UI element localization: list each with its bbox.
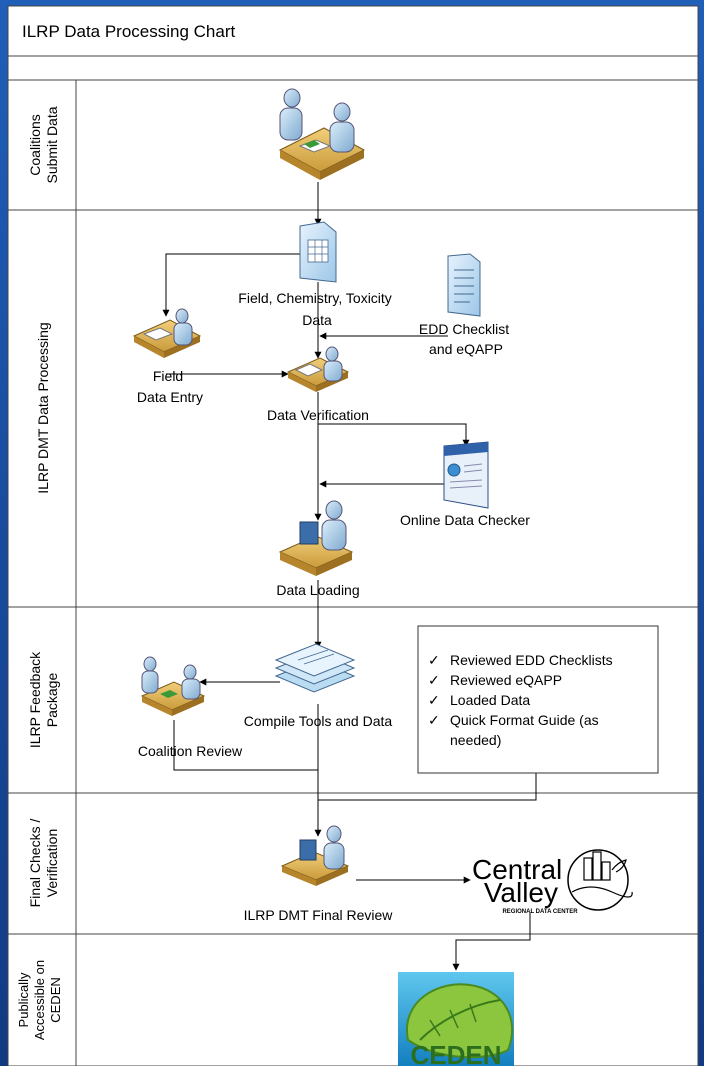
checklist-item: needed) bbox=[450, 732, 501, 748]
checklist-check-icon: ✓ bbox=[428, 692, 440, 708]
svg-text:Valley: Valley bbox=[484, 877, 558, 908]
field-chem-tox-label: Field, Chemistry, Toxicity Data bbox=[238, 290, 395, 328]
lane-label-ceden: PublicallyAccessible onCEDEN bbox=[16, 960, 63, 1040]
title-spacer bbox=[7, 55, 699, 81]
spreadsheet-document-icon bbox=[299, 221, 337, 283]
pool bbox=[7, 79, 699, 1066]
checklist-item: Loaded Data bbox=[450, 692, 530, 708]
final-review-label: ILRP DMT Final Review bbox=[244, 907, 394, 923]
coalition-review-label: Coalition Review bbox=[138, 743, 243, 759]
lane-label-feedback: ILRP FeedbackPackage bbox=[27, 651, 60, 748]
online-data-checker-label: Online Data Checker bbox=[400, 512, 530, 528]
coalition-meeting-icon bbox=[278, 88, 366, 180]
svg-text:CEDEN: CEDEN bbox=[410, 1040, 501, 1066]
field-data-entry-label: Field Data Entry bbox=[137, 368, 203, 405]
lane-label-dmt-processing: ILRP DMT Data Processing bbox=[35, 322, 51, 493]
svg-text:Final Checks /Verification: Final Checks /Verification bbox=[27, 819, 60, 908]
edd-checklist-label: EDD Checklist and eQAPP bbox=[419, 321, 513, 357]
checklist-check-icon: ✓ bbox=[428, 712, 440, 728]
svg-text:ILRP DMT Data Processing: ILRP DMT Data Processing bbox=[35, 322, 51, 493]
data-verification-icon bbox=[286, 346, 350, 392]
connectors bbox=[162, 182, 537, 971]
lane-label-final-checks: Final Checks /Verification bbox=[27, 819, 60, 908]
ceden-logo: CEDEN bbox=[398, 972, 514, 1066]
data-verification-label: Data Verification bbox=[267, 407, 369, 423]
checklist-item: Quick Format Guide (as bbox=[450, 712, 599, 728]
data-loading-label: Data Loading bbox=[276, 582, 359, 598]
checklist-item: Reviewed EDD Checklists bbox=[450, 652, 613, 668]
checklist-check-icon: ✓ bbox=[428, 672, 440, 688]
svg-text:REGIONAL DATA CENTER: REGIONAL DATA CENTER bbox=[502, 909, 578, 915]
svg-text:PublicallyAccessible onCEDEN: PublicallyAccessible onCEDEN bbox=[16, 960, 63, 1040]
online-data-checker-icon bbox=[443, 441, 489, 509]
lane-label-coalitions: CoalitionsSubmit Data bbox=[27, 106, 60, 183]
chart-title: ILRP Data Processing Chart bbox=[22, 22, 236, 41]
central-valley-logo: Central Valley REGIONAL DATA CENTER bbox=[472, 849, 633, 915]
city-skyline-icon bbox=[567, 849, 633, 911]
checklist-document-icon bbox=[447, 253, 481, 317]
checklist-item: Reviewed eQAPP bbox=[450, 672, 562, 688]
final-review-icon bbox=[280, 825, 350, 886]
checklist-check-icon: ✓ bbox=[428, 652, 440, 668]
compile-tools-label: Compile Tools and Data bbox=[244, 713, 393, 729]
title-bar bbox=[7, 5, 699, 57]
svg-text:CoalitionsSubmit Data: CoalitionsSubmit Data bbox=[27, 106, 60, 183]
data-loading-icon bbox=[278, 500, 354, 576]
coalition-review-icon bbox=[140, 656, 206, 716]
feedback-checklist-box: ✓ Reviewed EDD Checklists ✓ Reviewed eQA… bbox=[417, 625, 659, 774]
field-data-entry-icon bbox=[132, 308, 202, 358]
stacked-documents-icon bbox=[274, 643, 356, 693]
svg-text:ILRP FeedbackPackage: ILRP FeedbackPackage bbox=[27, 651, 60, 748]
svg-text:Central: Central bbox=[472, 854, 562, 885]
